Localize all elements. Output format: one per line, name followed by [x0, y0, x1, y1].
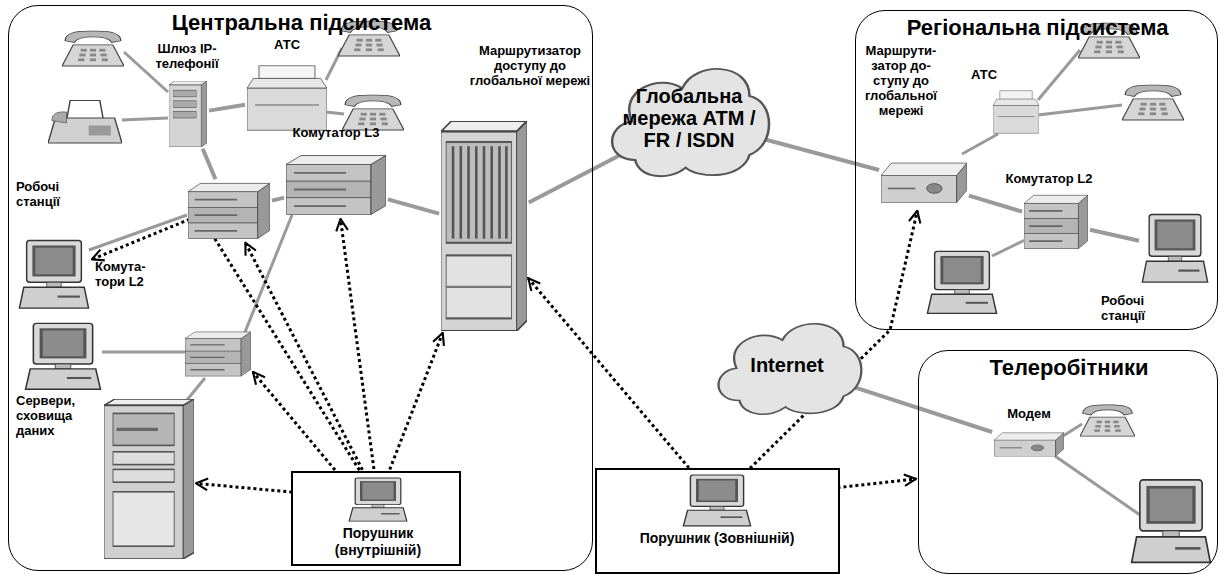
- network-link: [851, 386, 992, 432]
- wan-router: Маршрути- затор до- ступу до глобальної …: [859, 43, 969, 211]
- wire: [992, 240, 1025, 256]
- node-label: Шлюз IP- телефонії: [141, 41, 233, 71]
- wire: [1055, 456, 1140, 515]
- network-link: [529, 154, 621, 202]
- region-title: Центральна підсистема: [9, 10, 594, 36]
- phone-icon: [342, 95, 404, 130]
- network-link: [757, 137, 879, 170]
- ip-gateway: Шлюз IP- телефонії: [141, 41, 236, 153]
- attack-arrow: [253, 372, 335, 470]
- pc-icon: [18, 239, 90, 311]
- node-label: Порушник (Зовнішній): [597, 530, 837, 547]
- node-label: АТС: [243, 37, 331, 52]
- node-label: Комута- тори L2: [95, 259, 157, 289]
- wire: [102, 351, 185, 354]
- fax-icon: [48, 101, 122, 144]
- attack-arrow: [388, 333, 443, 475]
- network-link: [1090, 230, 1139, 241]
- pbx: АТС: [971, 67, 1041, 139]
- workstation-icon: [927, 251, 996, 313]
- node-label: Глобальна мережа ATM / FR / ISDN: [619, 85, 759, 151]
- wan-router: Маршрутизатор доступу до глобальної мере…: [441, 43, 594, 333]
- internet-cloud: Internet: [712, 312, 865, 420]
- ats-icon: [247, 63, 327, 133]
- pbx: АТС: [243, 37, 334, 137]
- node-label: Комутатор L3: [281, 125, 391, 140]
- workstation-icon: [26, 323, 101, 389]
- wire: [1038, 50, 1080, 100]
- region-title: Телеробітники: [919, 355, 1219, 381]
- intruder-box: Порушник (внутрішній): [291, 471, 461, 566]
- node-label: Модем: [989, 406, 1069, 421]
- wire: [1063, 424, 1082, 436]
- network-link: [203, 149, 216, 179]
- phone-icon: [1122, 85, 1184, 120]
- pc-icon: [348, 477, 408, 523]
- switch-icon: [188, 181, 270, 241]
- wire: [122, 118, 168, 120]
- wires: [89, 48, 1140, 515]
- network-link: [272, 198, 284, 201]
- region-title: Регіональна підсистема: [856, 15, 1219, 41]
- node-label: Маршрути- затор до- ступу до глобальної …: [859, 43, 943, 118]
- node-label: Робочі станції: [1101, 293, 1171, 323]
- node-label: Internet: [712, 354, 862, 376]
- node-label: Сервери, сховища даних: [16, 393, 96, 438]
- wan-cloud: Глобальна мережа ATM / FR / ISDN: [605, 55, 773, 183]
- phone-icon: [1080, 405, 1135, 436]
- subsystem-region: Центральна підсистемаШлюз IP- телефонії А…: [8, 5, 593, 571]
- pc-icon: [682, 474, 752, 528]
- rack-icon: [441, 121, 527, 331]
- workstations: Робочі станції: [16, 179, 94, 314]
- wire: [89, 215, 187, 250]
- router-icon: [994, 428, 1064, 460]
- node-label: АТС: [971, 67, 1011, 82]
- wire: [962, 134, 998, 154]
- subsystem-region: ТелеробітникиМодем: [918, 350, 1218, 574]
- workstations: Робочі станції: [1101, 213, 1214, 328]
- node-label: Робочі станції: [16, 179, 91, 209]
- phone-icon: [62, 31, 124, 66]
- l3-switch: Комутатор L3: [281, 125, 394, 219]
- subsystem-region: Регіональна підсистемаМаршрути- затор до…: [855, 10, 1218, 330]
- pc-icon: [1141, 213, 1209, 285]
- attack-arrow: [528, 278, 693, 472]
- teleworker-pc-icon: [1132, 480, 1211, 563]
- wire: [326, 112, 344, 114]
- wire: [1038, 105, 1122, 115]
- node-label: Порушник (внутрішній): [323, 525, 433, 559]
- intruder-box: Порушник (Зовнішній): [595, 468, 840, 574]
- modem: Модем: [989, 406, 1072, 461]
- switch-icon: [1024, 193, 1088, 251]
- node-label: Комутатор L2: [999, 171, 1099, 186]
- node-label: Маршрутизатор доступу до глобальної мере…: [469, 43, 591, 88]
- servers: Сервери, сховища даних: [16, 393, 196, 565]
- l2-switch: Комутатор L2: [999, 171, 1102, 253]
- router-icon: [881, 155, 967, 209]
- network-link: [969, 196, 1022, 212]
- switch-icon: [185, 332, 251, 376]
- l2-switches: Комута- тори L2: [93, 179, 273, 307]
- server-icon: [104, 399, 194, 559]
- attack-arrow: [341, 219, 375, 475]
- switch-icon: [286, 153, 386, 217]
- network-link: [388, 199, 439, 213]
- tower-icon: [169, 81, 207, 147]
- ats-icon: [993, 89, 1039, 135]
- network-link: [209, 105, 245, 111]
